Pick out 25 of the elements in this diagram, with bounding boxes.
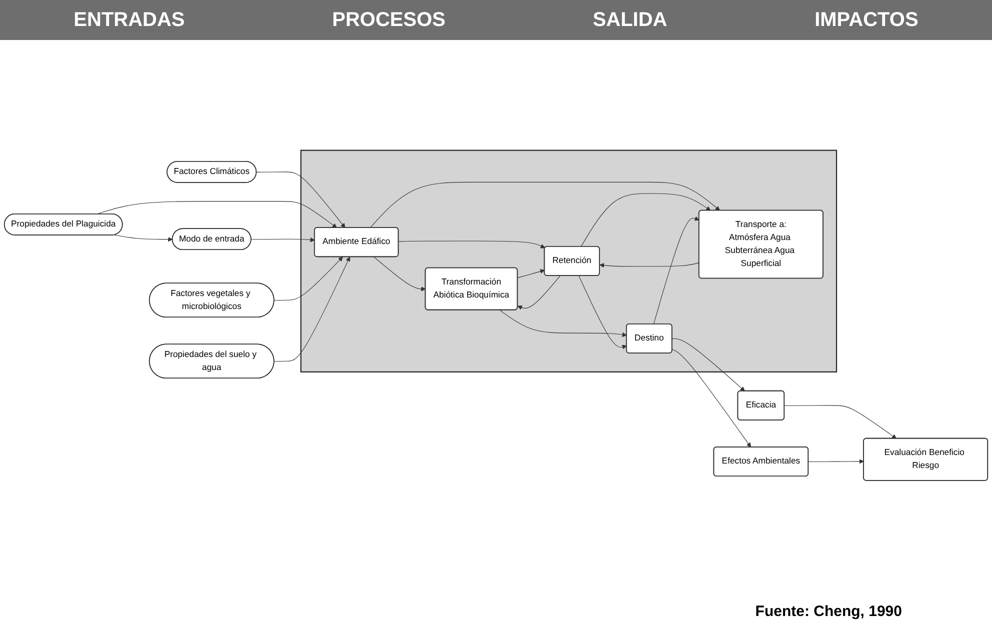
column-heading: PROCESOS	[332, 8, 446, 32]
arrow	[256, 171, 346, 228]
arrow	[114, 234, 173, 242]
arrow	[653, 216, 700, 324]
arrow	[517, 268, 545, 278]
arrow	[808, 458, 864, 464]
arrow	[274, 256, 350, 362]
arrow	[274, 256, 343, 300]
arrow	[672, 348, 752, 448]
arrow	[599, 262, 700, 268]
column-heading: ENTRADAS	[74, 8, 185, 32]
arrow	[500, 309, 627, 337]
source-caption: Fuente: Cheng, 1990	[755, 603, 902, 620]
arrow	[250, 237, 315, 242]
column-heading: SALIDA	[592, 8, 668, 32]
cluster	[300, 149, 838, 372]
arrow	[370, 182, 720, 228]
arrow	[374, 256, 426, 291]
arrow	[398, 240, 546, 248]
arrow	[578, 275, 627, 349]
column-heading: IMPACTOS	[814, 8, 918, 32]
arrow	[672, 338, 745, 391]
arrow	[784, 404, 897, 438]
arrow	[580, 192, 711, 247]
arrow	[517, 275, 560, 310]
